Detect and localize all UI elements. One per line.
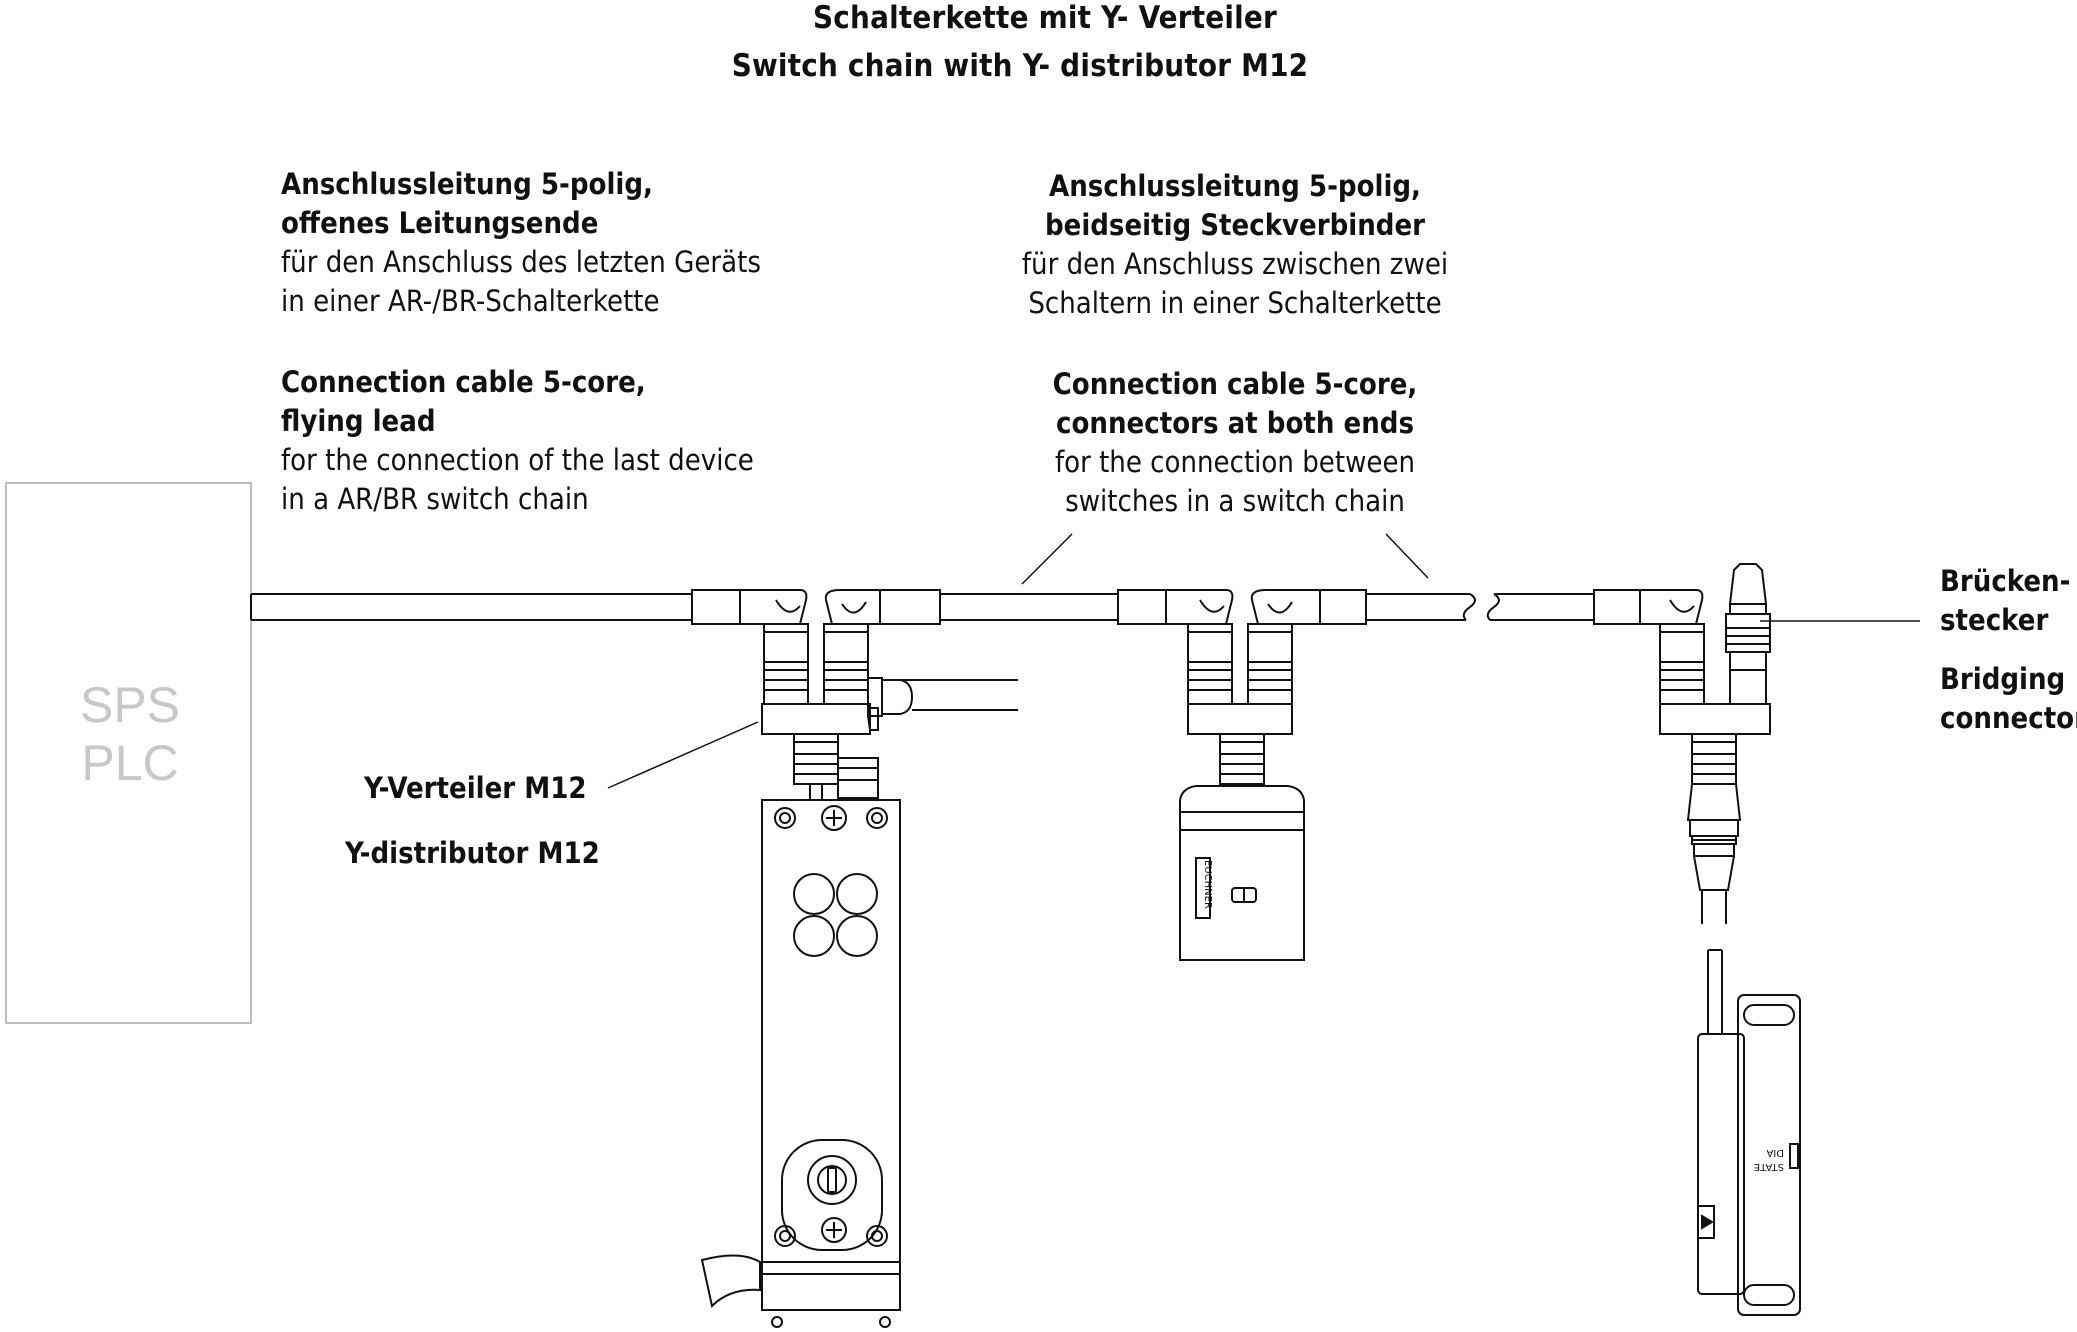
flying-lead-en-bold-2: flying lead (281, 404, 436, 438)
flying-lead-de-bold-1: Anschlussleitung 5-polig, (281, 167, 653, 201)
bridging-de-1: Brücken- (1940, 564, 2071, 598)
plc-label: SPS PLC (60, 676, 200, 792)
angled-connector-1 (739, 589, 809, 705)
flying-lead-en-text-1: for the connection of the last device (281, 443, 754, 477)
flying-lead-en-text-2: in a AR/BR switch chain (281, 482, 589, 516)
side-cable (867, 677, 1018, 731)
plc-label-en: PLC (81, 735, 179, 791)
both-ends-en-bold-1: Connection cable 5-core, (1052, 367, 1418, 401)
angled-connector-3 (1165, 589, 1234, 705)
flying-lead-description: Anschlussleitung 5-polig, offenes Leitun… (281, 165, 761, 519)
flying-lead-de-text-2: in einer AR-/BR-Schalterkette (281, 284, 660, 318)
y-distributor-label-en: Y-distributor M12 (345, 836, 600, 870)
device-brand-text: EUCHNER (1202, 860, 1213, 909)
both-ends-description: Anschlussleitung 5-polig, beidseitig Ste… (1005, 167, 1465, 521)
y-distributor-label-de: Y-Verteiler M12 (364, 771, 587, 805)
title-de: Schalterkette mit Y- Verteiler (813, 0, 1277, 36)
compact-switch-device (1179, 785, 1305, 961)
both-ends-en-text-1: for the connection between (1054, 445, 1416, 479)
cable-segment-break (1366, 589, 1641, 625)
both-ends-en-bold-2: connectors at both ends (1056, 406, 1414, 440)
safety-switch-device (700, 799, 901, 1328)
both-ends-en-text-2: switches in a switch chain (1065, 484, 1405, 518)
non-contact-sensor (1697, 949, 1801, 1316)
flying-lead-de-bold-2: offenes Leitungsende (281, 206, 599, 240)
y-distributor-3 (1659, 703, 1771, 924)
angled-connector-4 (1247, 589, 1367, 705)
bridging-en-2: connector (1940, 701, 2077, 735)
bridging-de-2: stecker (1940, 603, 2049, 637)
both-ends-de-bold-1: Anschlussleitung 5-polig, (1049, 169, 1421, 203)
plc-box (5, 482, 252, 1024)
flying-lead-de-text-1: für den Anschluss des letzten Geräts (281, 245, 761, 279)
y-distributor-2 (1187, 703, 1293, 785)
device-dia-text: DIA (1766, 1147, 1784, 1158)
cable-flying-lead (250, 589, 741, 625)
bridging-connector (1725, 563, 1771, 705)
both-ends-de-text-2: Schaltern in einer Schalterkette (1028, 286, 1442, 320)
leader-lines (607, 533, 1920, 789)
device-state-text: STATE (1754, 1161, 1784, 1172)
plc-label-de: SPS (79, 677, 181, 733)
cable-both-ends (940, 589, 1167, 625)
y-distributor-1 (761, 703, 879, 800)
both-ends-de-bold-2: beidseitig Steckverbinder (1044, 208, 1426, 242)
title-en: Switch chain with Y- distributor M12 (731, 48, 1309, 84)
bridging-en-1: Bridging (1940, 662, 2066, 696)
flying-lead-en-bold-1: Connection cable 5-core, (281, 365, 646, 399)
both-ends-de-text-1: für den Anschluss zwischen zwei (1021, 247, 1449, 281)
angled-connector-5 (1639, 589, 1705, 705)
bridging-label: Brücken- stecker Bridging connector (1940, 562, 2077, 738)
